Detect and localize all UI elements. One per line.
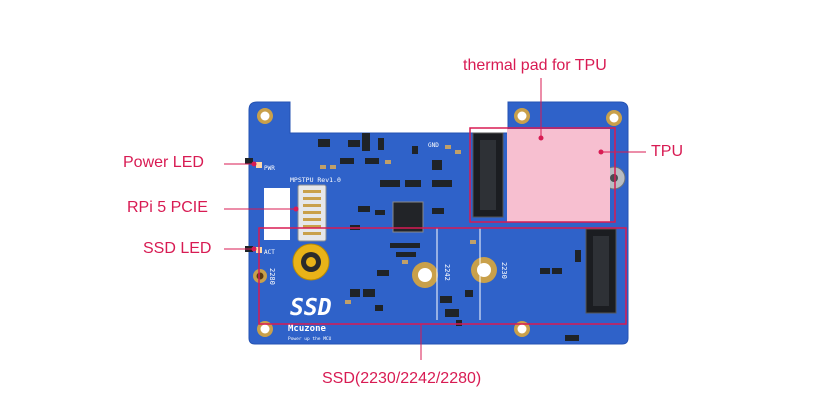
ssd-size-markers [436,228,481,320]
leader-endpoints [251,135,604,252]
callout-thermal-pad: thermal pad for TPU [463,57,607,74]
leader-lines [224,78,646,360]
mounting-holes [253,108,622,337]
silk-model: MPSTPU Rev1.0 [290,176,341,184]
thermal-pad [507,129,610,222]
callout-rpi5-pcie: RPi 5 PCIE [127,199,208,216]
fpc-slot-cutout [264,188,290,240]
silk-size-2230: 2230 [500,262,508,279]
pcie-switch-chip [392,201,424,233]
silk-brand: Mcuzone [288,324,327,334]
silk-size-2242: 2242 [443,264,451,281]
ssd-highlight-box [258,227,627,325]
ssd-m2-slot [585,228,617,314]
brand-sticker [292,243,330,281]
silk-act: ACT [264,249,275,256]
callout-tpu: TPU [651,143,683,160]
silk-gnd: GND [428,142,439,149]
fpc-connector-pins [303,190,321,235]
callout-ssd-led: SSD LED [143,240,212,257]
callout-ssd-sizes: SSD(2230/2242/2280) [322,370,482,387]
tpu-m2-slot [472,132,504,218]
silk-size-2280: 2280 [268,268,276,285]
tpu-highlight-box [469,127,616,223]
silk-tagline: Power up the MCU [288,336,332,342]
silk-ssd: SSD [290,295,332,321]
callout-power-led: Power LED [123,154,204,171]
capacitors [320,145,476,304]
silk-pwr: PWR [264,165,275,172]
